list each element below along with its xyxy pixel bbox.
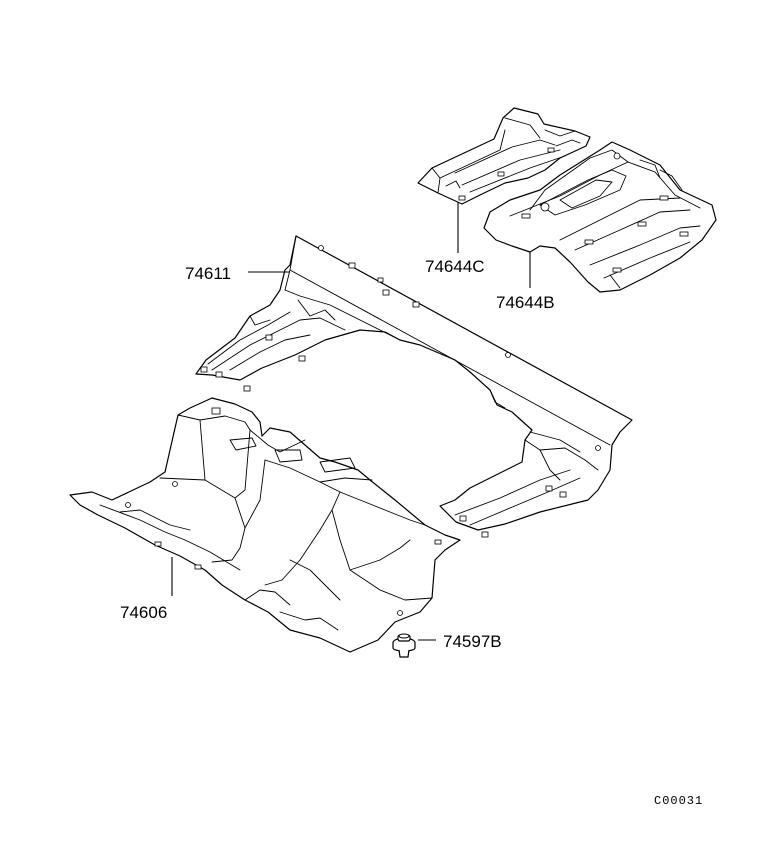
- part-74606-front-mat[interactable]: [69, 397, 461, 653]
- label-74611[interactable]: 74611: [185, 264, 231, 283]
- label-74606[interactable]: 74606: [120, 603, 167, 622]
- diagram-code: C00031: [654, 794, 703, 808]
- part-74644c-rear-mat-left[interactable]: [417, 107, 591, 205]
- label-74644b[interactable]: 74644B: [496, 293, 555, 312]
- part-74597b-clip[interactable]: [392, 633, 416, 658]
- label-74597b[interactable]: 74597B: [443, 632, 502, 651]
- part-74644b-rear-mat-right[interactable]: [483, 141, 717, 293]
- label-74644c[interactable]: 74644C: [425, 257, 485, 276]
- part-74611-middle-mat[interactable]: [195, 235, 633, 538]
